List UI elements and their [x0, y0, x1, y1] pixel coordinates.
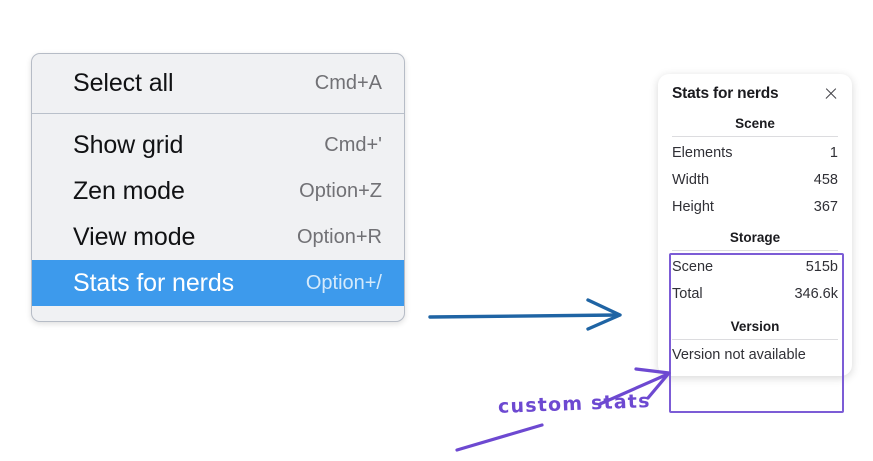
menu-group-view: Show grid Cmd+' Zen mode Option+Z View m… — [32, 114, 404, 306]
menu-item-zen-mode[interactable]: Zen mode Option+Z — [32, 168, 404, 214]
menu-item-shortcut: Cmd+' — [324, 133, 382, 156]
menu-item-label: View mode — [73, 222, 196, 251]
section-heading-storage: Storage — [729, 230, 781, 246]
custom-stats-annotation: custom stats — [497, 390, 652, 418]
stat-key: Height — [672, 199, 714, 216]
stat-value: 346.6k — [794, 286, 838, 303]
menu-item-label: Select all — [73, 68, 174, 97]
stat-row-total-storage: Total 346.6k — [658, 281, 852, 308]
stats-panel-title: Stats for nerds — [672, 85, 779, 102]
blue-arrow — [428, 298, 622, 331]
version-value: Version not available — [672, 347, 806, 364]
section-heading-scene: Scene — [735, 116, 775, 131]
menu-item-shortcut: Option+/ — [305, 271, 382, 294]
section-heading-version: Version — [730, 319, 780, 335]
menu-item-shortcut: Option+Z — [299, 179, 382, 202]
stat-key: Elements — [672, 145, 733, 161]
stat-key: Total — [672, 286, 703, 303]
stat-value: 515b — [805, 259, 838, 276]
context-menu: Select all Cmd+A Show grid Cmd+' Zen mod… — [31, 53, 405, 322]
stat-value: 1 — [829, 145, 838, 161]
menu-item-shortcut: Option+R — [296, 225, 382, 248]
purple-underline-stroke — [455, 423, 544, 452]
menu-item-label: Zen mode — [73, 176, 185, 205]
section-rule — [672, 250, 838, 252]
section-rule — [672, 339, 838, 341]
close-icon[interactable] — [823, 86, 839, 102]
menu-item-label: Stats for nerds — [73, 268, 235, 297]
menu-divider — [32, 113, 404, 114]
stat-row-height: Height 367 — [658, 194, 852, 221]
menu-item-label: Show grid — [73, 130, 184, 159]
menu-item-select-all[interactable]: Select all Cmd+A — [32, 60, 404, 106]
menu-item-view-mode[interactable]: View mode Option+R — [32, 214, 404, 260]
section-rule — [672, 136, 838, 137]
stat-key: Width — [672, 172, 710, 189]
stat-row-width: Width 458 — [658, 167, 852, 194]
stats-panel: Stats for nerds Scene Elements 1 Width 4… — [658, 74, 852, 377]
menu-group-selection: Select all Cmd+A — [32, 60, 404, 113]
menu-item-show-grid[interactable]: Show grid Cmd+' — [32, 122, 404, 168]
stat-value: 458 — [813, 172, 838, 189]
stat-key: Scene — [672, 259, 714, 276]
stats-panel-header: Stats for nerds — [658, 85, 852, 103]
stat-value: 367 — [813, 199, 838, 216]
stat-row-scene-storage: Scene 515b — [658, 254, 852, 281]
menu-item-stats-for-nerds[interactable]: Stats for nerds Option+/ — [32, 260, 404, 306]
menu-item-shortcut: Cmd+A — [314, 71, 382, 94]
stat-row-elements: Elements 1 — [658, 140, 852, 167]
